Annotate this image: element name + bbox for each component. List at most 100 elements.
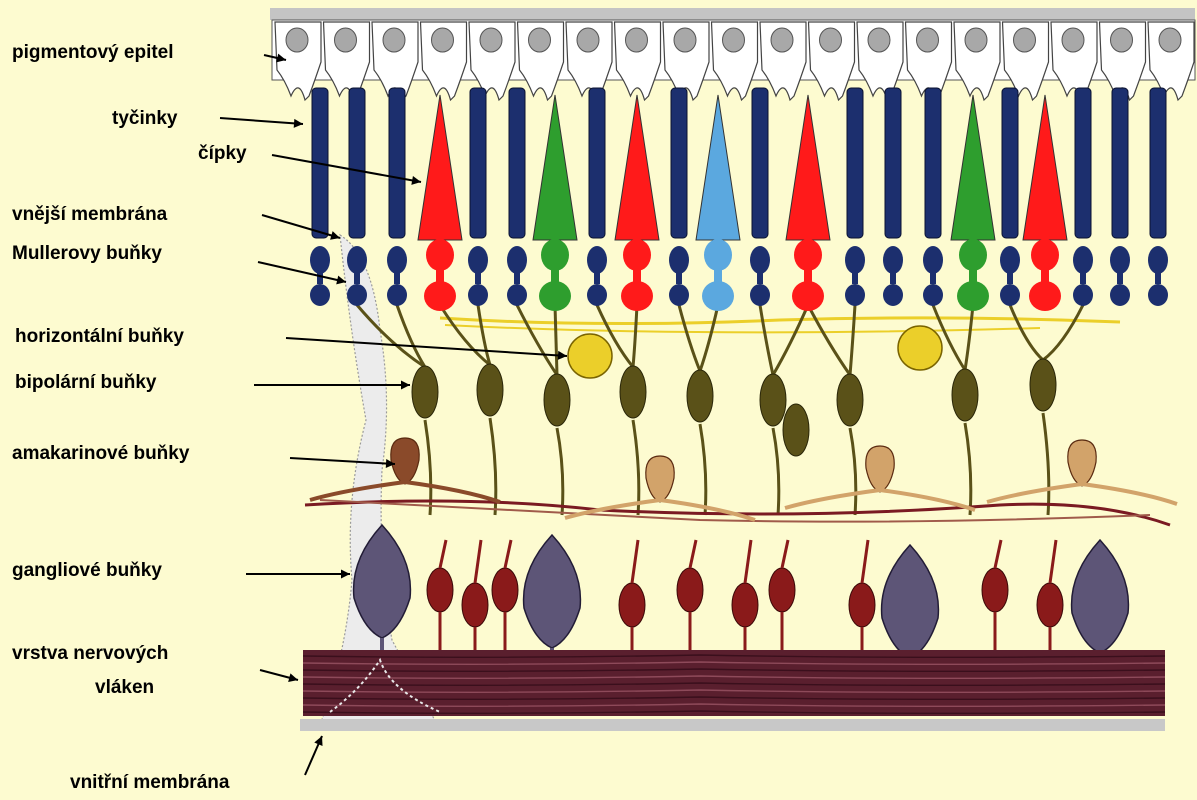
amacrine-cell [391, 438, 419, 484]
cone-cell-red-neck [804, 268, 812, 282]
small-ganglion-cell [982, 568, 1008, 612]
ganglion-cell [524, 535, 581, 648]
rod-cell-neck [1007, 272, 1013, 284]
label-bipolar-cells: bipolární buňky [15, 372, 156, 394]
pigment-cell-nucleus [1014, 28, 1036, 52]
cone-cell-red-pedicle [792, 281, 824, 311]
rod-cell-body [1110, 246, 1130, 274]
rod-cell-body [387, 246, 407, 274]
cone-cell-green-pedicle [957, 281, 989, 311]
rod-cell [1002, 88, 1018, 238]
rod-cell-body [468, 246, 488, 274]
pointer-arrowhead [288, 673, 298, 682]
pointer-arrowhead [401, 381, 410, 390]
small-ganglion-dendrite [505, 540, 511, 568]
label-horizontal-cells: horizontální buňky [15, 326, 184, 348]
cone-cell-blue [696, 95, 740, 240]
pigment-cell-nucleus [480, 28, 502, 52]
label-inner-membrane: vnitřní membrána [70, 772, 229, 794]
rod-cell [389, 88, 405, 238]
rod-cell-terminal [750, 284, 770, 306]
ganglion-cells [354, 525, 1129, 658]
cone-cell-green-pedicle [539, 281, 571, 311]
cone-cell-red-neck [633, 268, 641, 282]
label-ganglion-cells: gangliové buňky [12, 560, 162, 582]
small-ganglion-dendrite [745, 540, 751, 583]
rod-cell [1112, 88, 1128, 238]
rod-cell [589, 88, 605, 238]
pointer-arrowhead [341, 570, 350, 579]
rod-cell [1075, 88, 1091, 238]
rod-cell-body [845, 246, 865, 274]
rod-cell-body [750, 246, 770, 274]
cone-cell-red-pedicle [1029, 281, 1061, 311]
pigment-cell-nucleus [868, 28, 890, 52]
cone-cell-green [951, 95, 995, 240]
photoreceptors [310, 88, 1168, 311]
small-ganglion-cell [677, 568, 703, 612]
bipolar-cell [477, 364, 503, 416]
bipolar-cell [687, 370, 713, 422]
amacrine-cell [646, 456, 674, 502]
label-rods: tyčinky [112, 108, 177, 130]
bipolar-axon [965, 423, 971, 515]
label-cones: čípky [198, 143, 247, 165]
rod-cell-neck [1155, 272, 1161, 284]
bipolar-dendrite [633, 305, 637, 367]
cone-cell-red [1023, 95, 1067, 240]
rod-cell [470, 88, 486, 238]
small-ganglion-dendrite [995, 540, 1001, 568]
cone-cell-green-body [541, 239, 569, 271]
small-ganglion-dendrite [690, 540, 696, 568]
rod-cell-neck [354, 272, 360, 284]
ganglion-cell [882, 545, 939, 658]
pigment-cell-nucleus [1062, 28, 1084, 52]
label-muller-cells: Mullerovy buňky [12, 243, 162, 265]
cone-cell-green-neck [969, 268, 977, 282]
cone-cell-red [418, 95, 462, 240]
cone-cell-red-body [426, 239, 454, 271]
horizontal-cell [898, 326, 942, 370]
rod-cell-neck [1080, 272, 1086, 284]
pointer-line [286, 338, 567, 356]
pointer-arrowhead [411, 176, 421, 185]
bipolar-axon [633, 420, 639, 515]
rod-cell-body [1073, 246, 1093, 274]
bipolar-dendrite [700, 305, 718, 371]
rod-cell-body [347, 246, 367, 274]
cone-cell-green-body [959, 239, 987, 271]
small-ganglion-cell [732, 583, 758, 627]
cone-cell-blue-pedicle [702, 281, 734, 311]
bipolar-cell [544, 374, 570, 426]
amacrine-process [987, 484, 1177, 504]
bipolar-cell [1030, 359, 1056, 411]
pigment-cell-nucleus [820, 28, 842, 52]
cone-cell-green [533, 95, 577, 240]
bipolar-cell [837, 374, 863, 426]
horizontal-cells [568, 326, 942, 378]
amacrine-cell [866, 446, 894, 492]
pigment-cell-nucleus [965, 28, 987, 52]
pigment-epithelium-cells [275, 22, 1194, 100]
pigment-cell-nucleus [771, 28, 793, 52]
small-ganglion-dendrite [862, 540, 868, 583]
cone-cell-red-body [623, 239, 651, 271]
cone-cell-red [615, 95, 659, 240]
bipolar-dendrite [679, 305, 700, 371]
bipolar-dendrite [517, 305, 557, 375]
rod-cell-body [1000, 246, 1020, 274]
rod-cell-body [587, 246, 607, 274]
bipolar-cell [952, 369, 978, 421]
cone-cell-red-pedicle [621, 281, 653, 311]
small-ganglion-cell [619, 583, 645, 627]
rod-cell [885, 88, 901, 238]
small-ganglion-cell [769, 568, 795, 612]
bipolar-cells [412, 359, 1056, 456]
bipolar-axon [1043, 413, 1049, 515]
cone-cell-red-body [794, 239, 822, 271]
rod-cell [671, 88, 687, 238]
pointer-arrowhead [294, 119, 303, 128]
label-outer-membrane: vnější membrána [12, 204, 167, 226]
pigment-cell-nucleus [383, 28, 405, 52]
amacrine-process [785, 490, 975, 510]
